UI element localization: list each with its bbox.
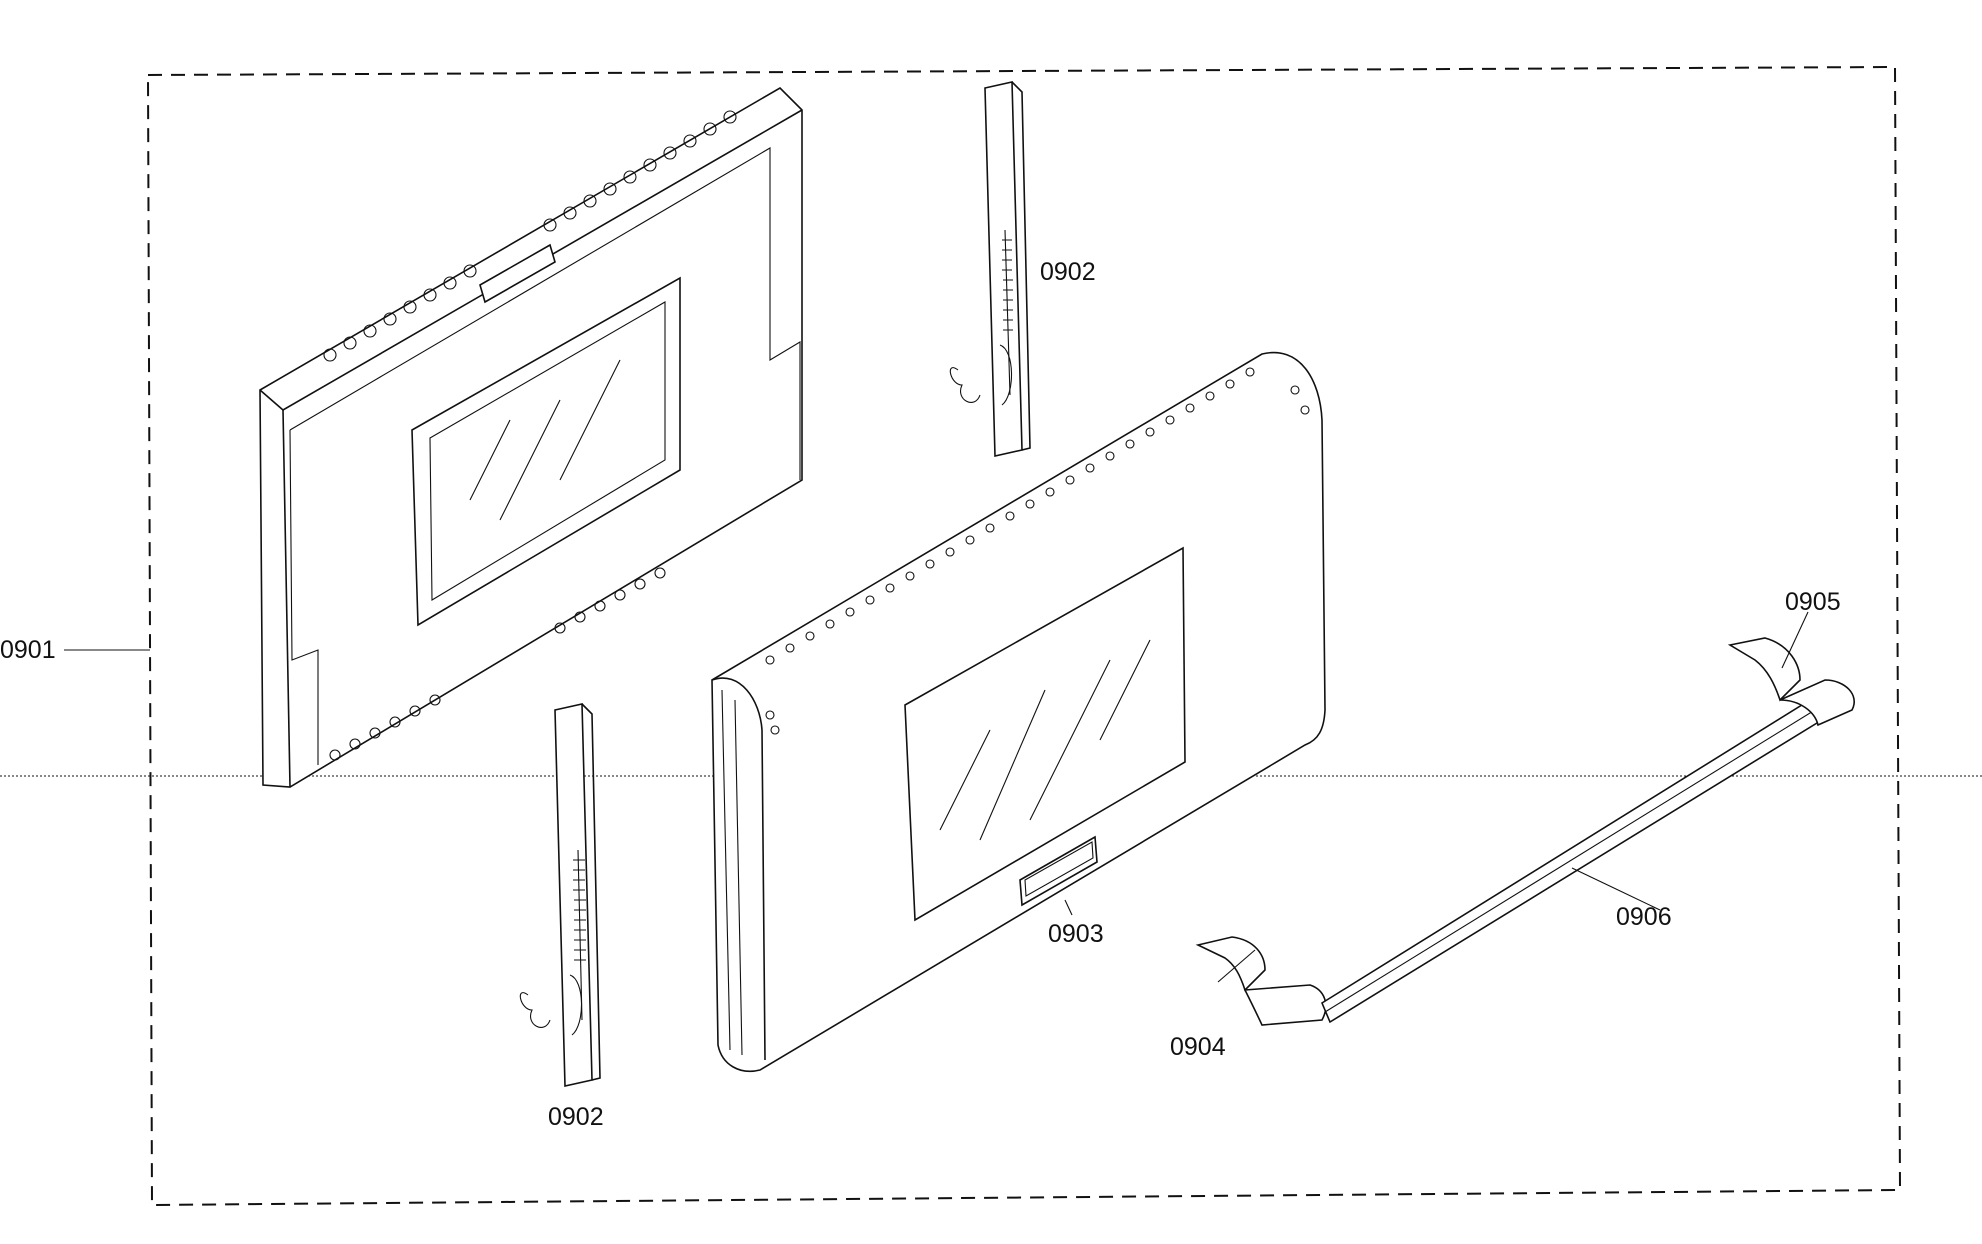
- callout-0903: 0903: [1048, 920, 1104, 948]
- leader-lines: [64, 611, 1809, 983]
- callout-0901: 0901: [0, 636, 56, 664]
- callout-0906: 0906: [1616, 903, 1672, 931]
- assembly-boundary-dashed: [146, 65, 1902, 1207]
- inner-door-frame: [259, 86, 803, 788]
- callout-0902-bottom: 0902: [548, 1103, 604, 1131]
- outer-door-panel: [711, 351, 1326, 1072]
- callout-0904: 0904: [1170, 1033, 1226, 1061]
- callout-0905: 0905: [1785, 588, 1841, 616]
- hinge-top: [949, 81, 1031, 457]
- hinge-bottom: [519, 703, 601, 1087]
- door-handle-assembly: [1195, 637, 1855, 1026]
- callout-0902-top: 0902: [1040, 258, 1096, 286]
